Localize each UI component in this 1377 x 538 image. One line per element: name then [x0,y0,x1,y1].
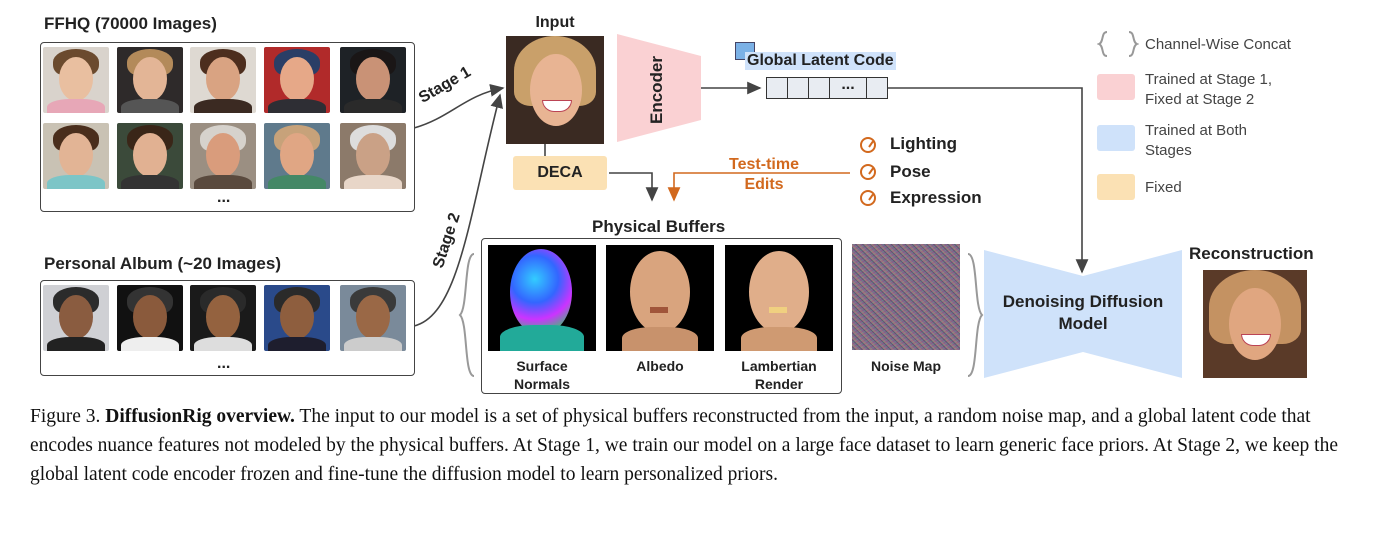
buffer-label-lambertian: Lambertian Render [725,357,833,393]
diffusion-line1: Denoising Diffusion [1002,292,1164,311]
legend-stage1-text: Trained at Stage 1, Fixed at Stage 2 [1145,71,1273,108]
album-face-1 [43,285,109,351]
latent-label: Global Latent Code [745,52,896,70]
ffhq-face-2 [117,47,183,113]
album-face-3 [190,285,256,351]
album-ellipsis: ... [217,355,231,372]
concat-brace-left-icon [458,253,475,377]
edit-pose[interactable]: Pose [890,162,931,181]
ffhq-face-8 [190,123,256,189]
input-image [506,36,604,144]
reconstruction-image [1203,270,1307,378]
latent-dots: ... [841,76,855,93]
latent-cell [866,77,888,99]
buffer-label-normals-line2: Normals [513,376,571,392]
ffhq-face-4 [264,47,330,113]
input-title: Input [535,14,575,31]
legend-concat-text: Channel-Wise Concat [1145,36,1291,53]
edit-expression[interactable]: Expression [890,188,982,207]
albedo-image [606,245,714,351]
buffer-label-albedo-line1: Albedo [636,358,684,374]
caption-title: DiffusionRig overview. [105,406,295,427]
ffhq-face-3 [190,47,256,113]
ffhq-face-10 [340,123,406,189]
ffhq-ellipsis: ... [217,189,231,206]
buffers-title: Physical Buffers [592,217,726,236]
ffhq-face-5 [340,47,406,113]
ffhq-face-6 [43,123,109,189]
ffhq-panel: ... [40,42,415,212]
edit-lighting[interactable]: Lighting [890,134,958,153]
stage2-arrow [413,93,503,327]
latent-to-diffusion-arrow [888,87,1089,274]
latent-cell [766,77,788,99]
figure-caption: Figure 3. DiffusionRig overview. The inp… [30,402,1350,489]
ffhq-face-7 [117,123,183,189]
latent-cell [787,77,809,99]
edits-to-buffers-arrow [667,172,850,202]
deca-to-buffers-arrow [609,172,659,202]
album-face-5 [340,285,406,351]
album-title: Personal Album (~20 Images) [44,254,281,273]
noise-map-label: Noise Map [870,358,941,374]
legend-fixed-swatch [1097,174,1135,200]
buffer-label-lambertian-line2: Render [754,376,804,392]
concat-brace-right-icon [967,253,984,377]
expression-dial-icon[interactable] [860,190,876,206]
stage1-arrow [413,84,505,129]
lighting-dial-icon[interactable] [860,137,876,153]
surface-normals-image [488,245,596,351]
legend-both-text: Trained at Both Stages [1145,122,1248,159]
legend-concat-icon [1097,31,1139,57]
edits-title: Test-time Edits [712,155,816,195]
caption-body: The input to our model is a set of physi… [30,406,1339,485]
buffers-panel: Surface Normals Albedo Lambertian Render [481,238,842,394]
caption-figure: Figure 3. [30,406,101,427]
buffer-label-normals-line1: Surface [516,358,568,374]
connector-arrows [413,81,1089,327]
album-panel: ... [40,280,415,376]
diffusion-model-block [984,250,1182,378]
legend-stage1-swatch [1097,74,1135,100]
latent-cell [808,77,830,99]
encoder-block [617,34,701,142]
album-face-4 [264,285,330,351]
reconstruction-title: Reconstruction [1189,244,1314,263]
lambertian-image [725,245,833,351]
diffusion-model-label: Denoising Diffusion Model [984,291,1182,335]
diffusion-line2: Model [1058,314,1108,333]
album-face-2 [117,285,183,351]
latent-cell: ... [829,77,867,99]
buffer-label-albedo: Albedo [606,357,714,375]
latent-vector: ... [766,77,888,99]
buffer-label-normals: Surface Normals [488,357,596,393]
pose-dial-icon[interactable] [860,164,876,180]
ffhq-title: FFHQ (70000 Images) [44,14,217,33]
ffhq-face-9 [264,123,330,189]
edits-title-line1: Test-time [729,156,799,173]
encoder-label: Encoder [647,55,666,125]
legend-both-swatch [1097,125,1135,151]
legend-fixed-text: Fixed [1145,179,1182,196]
edits-title-line2: Edits [744,176,784,193]
noise-map-image [852,244,960,350]
deca-block: DECA [513,156,607,190]
buffer-label-lambertian-line1: Lambertian [741,358,817,374]
ffhq-face-1 [43,47,109,113]
